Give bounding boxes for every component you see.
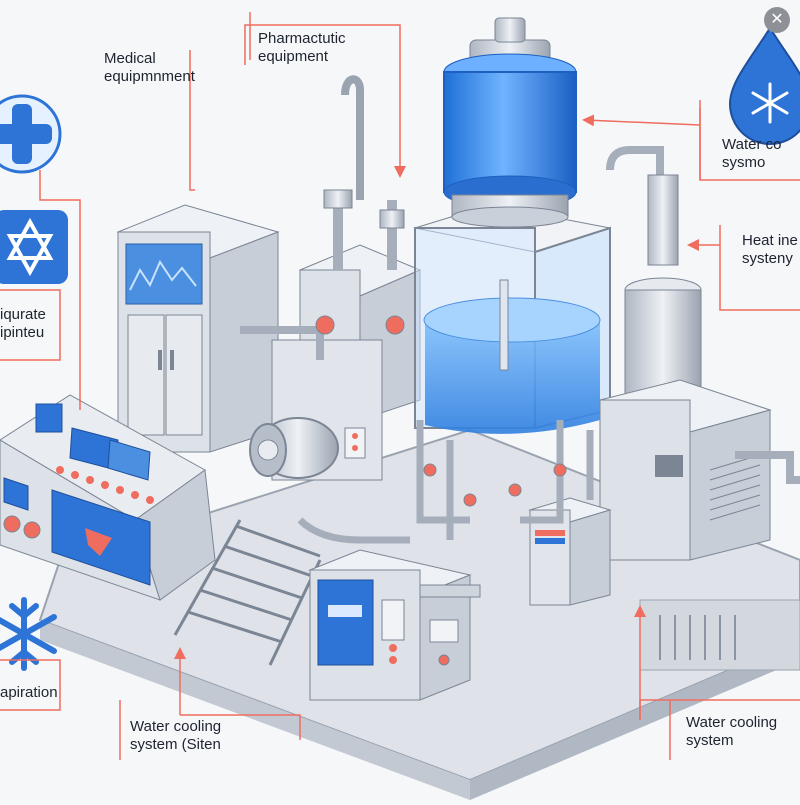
server-cabinet	[116, 204, 280, 453]
water-drop-icon	[728, 26, 800, 145]
label-left-bottom: apiration	[0, 684, 58, 702]
heat-exchanger	[598, 146, 800, 561]
label-line: sysmo	[722, 154, 766, 171]
front-panel	[308, 549, 481, 701]
label-line: Water cooling	[130, 718, 222, 735]
lower-piping	[297, 420, 594, 544]
label-line: ipinteu	[0, 324, 45, 341]
label-water-cooling-top: Water co sysmo	[722, 136, 781, 172]
close-icon[interactable]: ✕	[764, 7, 790, 33]
stairs	[173, 519, 322, 666]
label-left-middle: iqurate ipinteu	[0, 306, 46, 342]
label-medical-equipment: Medical equipmnment	[104, 50, 195, 86]
label-line: system	[686, 732, 734, 749]
small-cabinet	[528, 497, 612, 606]
label-line: Water cooling	[686, 714, 778, 731]
label-line: Medical	[104, 50, 156, 67]
label-line: iqurate	[0, 306, 46, 323]
reactor-vessel	[414, 204, 611, 434]
label-line: apiration	[0, 684, 58, 701]
label-heat-system: Heat ine systeny	[742, 232, 798, 268]
star-of-david-icon	[0, 210, 68, 284]
label-line: system (Siten	[130, 736, 221, 753]
plus-icon	[0, 94, 62, 174]
label-line: Pharmactutic	[258, 30, 346, 47]
label-water-cooling-bottom-right: Water cooling system	[686, 714, 777, 750]
control-console	[0, 394, 216, 601]
pump-unit	[240, 75, 422, 481]
label-pharmaceutical-equipment: Pharmactutic equipment	[258, 30, 346, 66]
valves	[423, 463, 567, 507]
callout-brackets	[0, 12, 701, 760]
snowflake-icon	[0, 597, 57, 671]
label-line: Heat ine	[742, 232, 798, 249]
label-line: systeny	[742, 250, 793, 267]
label-water-cooling-bottom-left: Water cooling system (Siten	[130, 718, 221, 754]
blue-tank	[443, 17, 577, 228]
label-line: equipment	[258, 48, 329, 65]
label-line: Water co	[722, 136, 782, 153]
label-line: equipmnment	[104, 68, 195, 85]
